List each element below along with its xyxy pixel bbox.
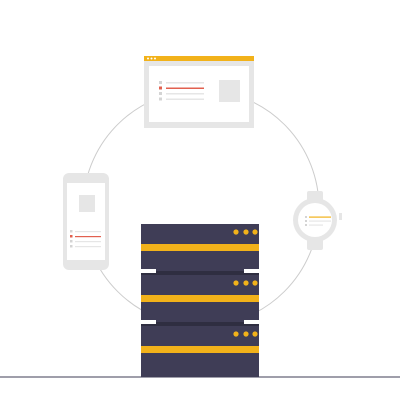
- server-unit-divider: [141, 271, 259, 275]
- server-led-icon: [243, 331, 249, 337]
- server-led-icon: [243, 280, 249, 286]
- server-led-icon: [233, 280, 239, 286]
- server-unit-divider: [141, 322, 259, 326]
- server-led-icon: [252, 229, 258, 235]
- server-led-icon: [243, 229, 249, 235]
- server-rack-icon: [141, 224, 259, 377]
- server-notch: [244, 269, 259, 273]
- server-unit-stripe: [141, 295, 259, 302]
- server-unit-stripe: [141, 346, 259, 353]
- server-led-icon: [252, 280, 258, 286]
- smartwatch-icon: [293, 191, 342, 250]
- server-led-icon: [233, 331, 239, 337]
- server-notch: [141, 320, 156, 324]
- browser-window-icon: [144, 56, 254, 128]
- server-led-icon: [252, 331, 258, 337]
- server-notch: [244, 320, 259, 324]
- server-notch: [141, 269, 156, 273]
- server-led-icon: [233, 229, 239, 235]
- server-unit-stripe: [141, 244, 259, 251]
- smartphone-icon: [63, 173, 109, 270]
